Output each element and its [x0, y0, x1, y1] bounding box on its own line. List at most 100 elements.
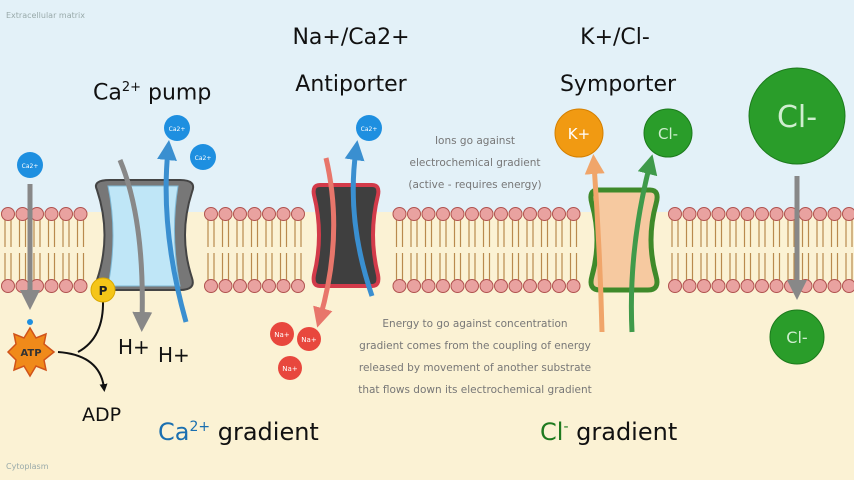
lipid-head [407, 279, 421, 293]
lipid-head [740, 279, 755, 293]
lipid-head [668, 207, 682, 221]
lipid-head [450, 279, 465, 293]
lipid-head [842, 279, 854, 293]
ca-ion-pump-1 [164, 115, 190, 141]
ca-ion-pump-1-label: Ca2+ [169, 126, 186, 133]
cl-gradient-base: Cl [540, 418, 564, 446]
lipid-head [59, 207, 73, 221]
cl-ion-small-label: Cl- [786, 328, 807, 347]
lipid-head [276, 279, 291, 293]
lipid-head [421, 207, 436, 221]
ca-antiport-arrow-up [344, 140, 375, 297]
lipid-head [479, 279, 494, 293]
lipid-head [276, 207, 291, 221]
proton-label-2: H+ [158, 343, 190, 367]
lipid-head [682, 207, 697, 221]
proton-arrow-up [157, 140, 189, 323]
phosphate-label: P [99, 284, 108, 298]
lipid-head [392, 207, 407, 221]
lipid-head [769, 279, 784, 293]
cl-gradient-rest: gradient [568, 418, 678, 446]
lipid-head [755, 207, 769, 221]
ca-pump-arrow-down [117, 159, 153, 332]
lipid-head [204, 279, 218, 293]
lipid-head [218, 207, 233, 221]
ca-ion-pump-2-label: Ca2+ [195, 155, 212, 162]
lipid-head [44, 279, 59, 293]
lipid-head [465, 279, 479, 293]
pump-title-sup: 2+ [121, 80, 142, 95]
lipid-head [421, 279, 436, 293]
coupling-note-line1: Energy to go against concentration [382, 318, 568, 330]
cytoplasm-label: Cytoplasm [6, 462, 49, 471]
active-transport-note: Ions go against electrochemical gradient… [385, 130, 565, 196]
na-ion-2-label: Na+ [301, 336, 317, 344]
lipid-head [798, 279, 813, 293]
cl-ion-small [769, 309, 825, 365]
lipid-head [494, 207, 508, 221]
antiporter-title-line1: Na+/Ca2+ [292, 25, 410, 50]
lipid-head [1, 279, 15, 293]
lipid-head [1, 207, 15, 221]
lipid-head [233, 279, 247, 293]
lipid-head [813, 207, 827, 221]
lipid-head [769, 207, 784, 221]
ca-gradient-sup: 2+ [189, 419, 211, 435]
ca-ion-antiporter-label: Ca2+ [361, 126, 378, 133]
proton-label-1: H+ [118, 335, 150, 359]
cl-ion-large-label: Cl- [777, 100, 817, 135]
lipid-head [465, 207, 479, 221]
ca-gradient-base: Ca [158, 418, 190, 446]
lipid-head [726, 207, 740, 221]
lipid-head [523, 207, 537, 221]
lipid-head [450, 207, 465, 221]
lipid-head [827, 207, 842, 221]
lipid-head [494, 279, 508, 293]
lipid-head [44, 207, 59, 221]
lipid-head [552, 279, 566, 293]
lipid-head [813, 279, 827, 293]
cl-ion-symporter [643, 108, 693, 158]
coupling-note: Energy to go against concentration gradi… [330, 313, 620, 401]
coupling-note-line2: gradient comes from the coupling of ener… [359, 340, 591, 352]
calcium-pump-protein [94, 179, 195, 291]
cl-ion-large [748, 67, 846, 165]
lipid-head [73, 279, 88, 293]
lipid-head [15, 279, 30, 293]
lipid-head [479, 207, 494, 221]
antiporter-title-line2: Antiporter [295, 72, 407, 97]
na-antiport-arrow-down [313, 157, 337, 328]
lipid-head [291, 207, 305, 221]
lipid-head [218, 279, 233, 293]
na-ion-3 [278, 356, 302, 380]
adp-label: ADP [82, 404, 122, 426]
lipid-head [436, 207, 450, 221]
ca-ion-left [17, 152, 43, 178]
lipid-head [566, 279, 581, 293]
na-ion-1 [270, 322, 294, 346]
symporter-title-line2: Symporter [559, 72, 677, 97]
symporter-title-line1: K+/Cl- [580, 25, 650, 50]
atp-burst [6, 326, 56, 378]
phosphate-circle [90, 277, 116, 303]
extracellular-label: Extracellular matrix [6, 11, 85, 20]
phosphate-line [77, 299, 105, 353]
pump-title: Ca2+ pump [93, 80, 211, 105]
lipid-head [508, 279, 523, 293]
lipid-head [392, 279, 407, 293]
lipid-head [59, 279, 73, 293]
lipid-head [247, 279, 262, 293]
lipid-head [537, 207, 552, 221]
lipid-head [711, 207, 726, 221]
k-ion-label: K+ [568, 125, 590, 143]
lipid-head [740, 207, 755, 221]
lipid-bilayer [1, 207, 854, 293]
active-note-line3: (active - requires energy) [408, 179, 542, 191]
lipid-head [798, 207, 813, 221]
lipid-head [566, 207, 581, 221]
lipid-head [436, 279, 450, 293]
lipid-head [697, 207, 711, 221]
ca-ion-left-label: Ca2+ [22, 163, 39, 170]
atp-to-adp-arrow [57, 351, 108, 392]
